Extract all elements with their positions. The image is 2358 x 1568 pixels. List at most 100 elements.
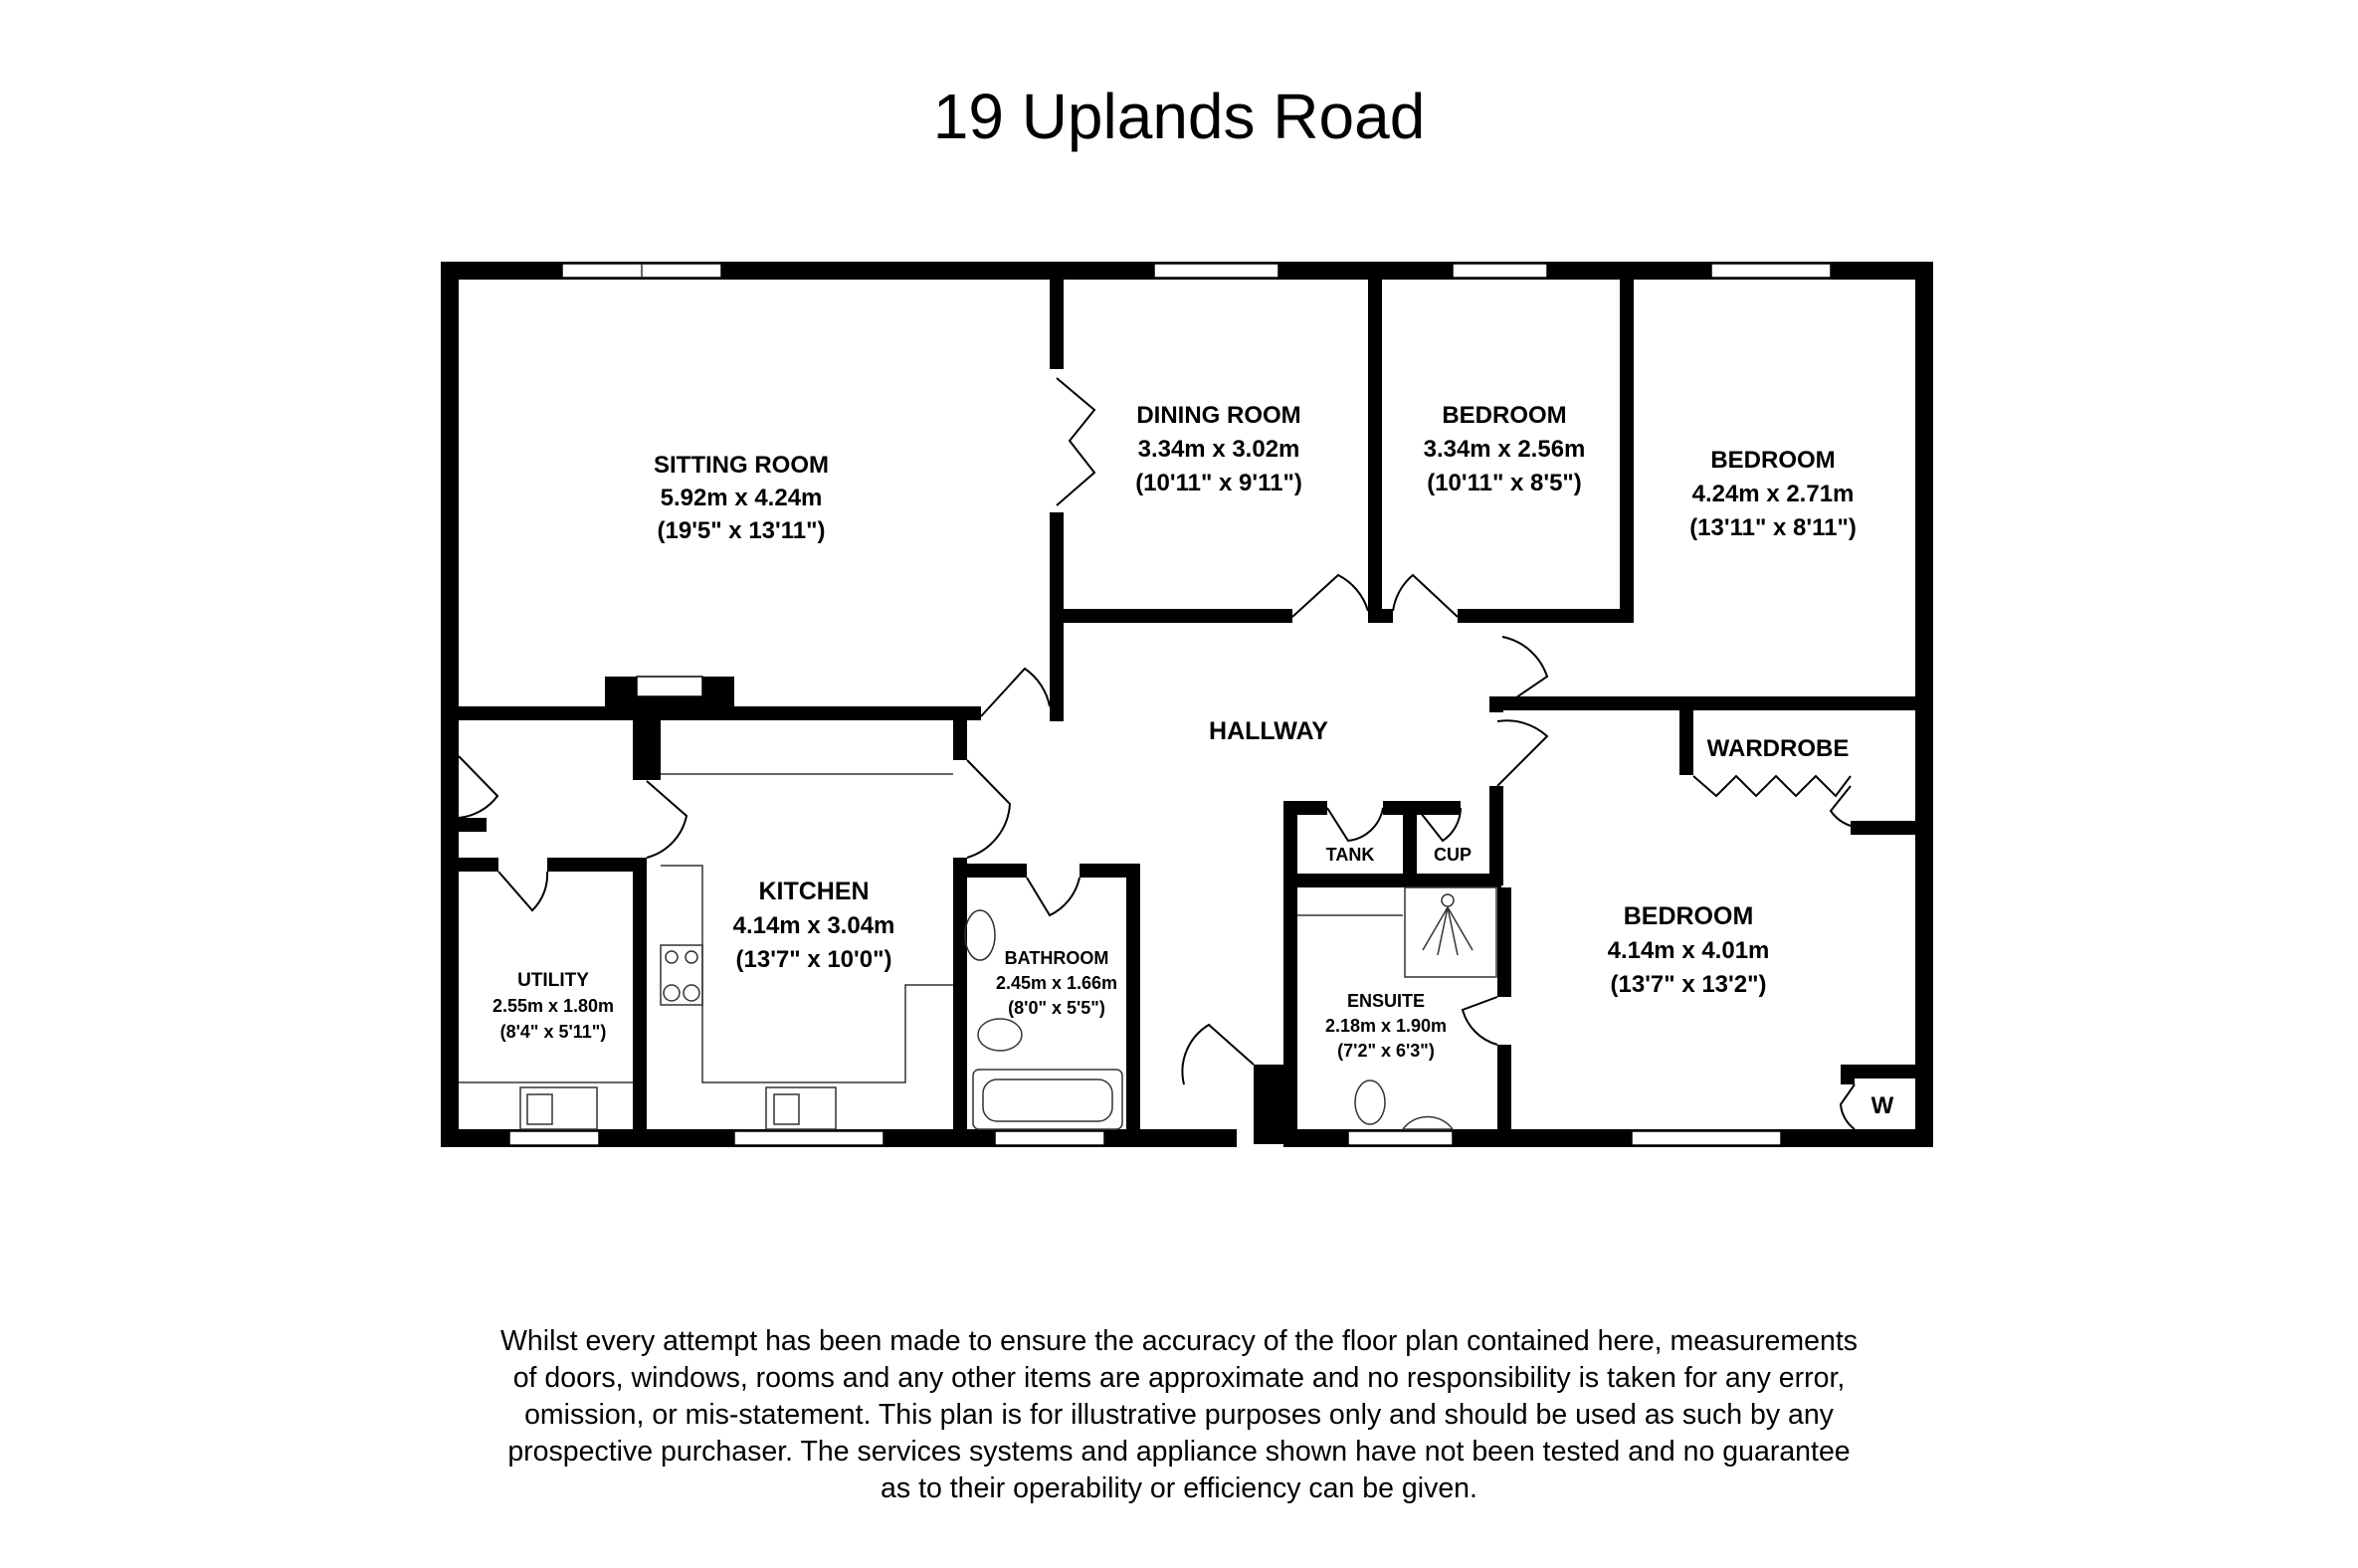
room-size-metric: 2.45m x 1.66m: [996, 973, 1117, 993]
wall: [459, 858, 498, 872]
wall: [953, 858, 967, 1136]
room-name: SITTING ROOM: [654, 452, 829, 479]
wall: [1841, 1065, 1920, 1078]
window: [1347, 1130, 1454, 1146]
room-size-metric: 3.34m x 2.56m: [1424, 436, 1586, 463]
wall: [1497, 696, 1933, 710]
room-bedroom-3: BEDROOM 4.14m x 4.01m (13'7" x 13'2"): [1608, 902, 1770, 998]
door: [1461, 996, 1498, 1046]
door: [1496, 636, 1549, 711]
sink: [765, 1086, 837, 1130]
window: [508, 1130, 600, 1146]
room-name: ENSUITE: [1347, 991, 1425, 1011]
wall: [1064, 609, 1292, 623]
wall: [1297, 801, 1327, 815]
disclaimer-line: Whilst every attempt has been made to en…: [500, 1325, 1858, 1357]
room-size-imperial: (10'11" x 8'5"): [1427, 470, 1582, 496]
wall: [459, 818, 487, 832]
door: [1326, 807, 1384, 843]
room-size-metric: 3.34m x 3.02m: [1138, 436, 1300, 463]
wall: [1283, 801, 1297, 1139]
wall: [547, 858, 647, 872]
wall: [633, 858, 647, 1136]
wall: [1489, 696, 1503, 712]
disclaimer-line: prospective purchaser. The services syst…: [507, 1436, 1851, 1468]
wall: [1050, 512, 1064, 721]
toilet: [977, 1018, 1023, 1052]
hob: [660, 944, 703, 1006]
wall: [953, 720, 967, 760]
wall: [1841, 1065, 1855, 1084]
room-size-imperial: (13'7" x 10'0"): [736, 946, 892, 973]
bath: [972, 1069, 1123, 1130]
room-name: BATHROOM: [1005, 948, 1109, 968]
wall: [1489, 801, 1503, 885]
wall: [1368, 280, 1382, 623]
door: [497, 871, 549, 912]
wardrobe-doors: [1692, 774, 1852, 798]
door: [980, 667, 1051, 717]
room-name: BEDROOM: [1624, 902, 1754, 930]
room-size-imperial: (13'7" x 13'2"): [1611, 971, 1767, 998]
bifold-door: [1056, 377, 1096, 506]
disclaimer-line: as to their operability or efficiency ca…: [881, 1472, 1477, 1504]
toilet: [1354, 1079, 1386, 1125]
wall: [1497, 887, 1511, 997]
room-hallway: HALLWAY: [1209, 717, 1328, 745]
basin: [1401, 1115, 1455, 1130]
door: [1839, 1083, 1856, 1130]
wall: [1254, 1065, 1283, 1144]
wall: [441, 722, 453, 752]
room-size-imperial: (7'2" x 6'3"): [1337, 1041, 1435, 1061]
door: [1026, 877, 1081, 917]
door: [458, 755, 499, 819]
page-title: 19 Uplands Road: [932, 81, 1426, 152]
room-bedroom-2: BEDROOM 4.24m x 2.71m (13'11" x 8'11"): [1689, 447, 1857, 541]
door: [1291, 573, 1369, 618]
room-w: W: [1871, 1092, 1894, 1119]
window: [994, 1130, 1105, 1146]
room-utility: UTILITY 2.55m x 1.80m (8'4" x 5'11"): [492, 970, 614, 1042]
wall: [1368, 609, 1393, 623]
door: [1181, 1023, 1255, 1085]
wall: [1050, 280, 1064, 369]
disclaimer-text: Whilst every attempt has been made to en…: [398, 1323, 1960, 1507]
room-bathroom: BATHROOM 2.45m x 1.66m (8'0" x 5'5"): [996, 948, 1117, 1018]
wall: [1383, 801, 1461, 815]
wall: [633, 720, 647, 780]
room-name: KITCHEN: [758, 878, 869, 905]
room-size-metric: 4.14m x 4.01m: [1608, 937, 1770, 964]
room-dining-room: DINING ROOM 3.34m x 3.02m (10'11" x 9'11…: [1135, 402, 1302, 496]
shower: [1404, 886, 1497, 978]
room-size-imperial: (10'11" x 9'11"): [1135, 470, 1302, 496]
window: [1153, 263, 1279, 279]
wall: [1851, 821, 1920, 835]
basin: [964, 909, 996, 961]
wall: [1126, 864, 1140, 1136]
wall: [1403, 801, 1417, 876]
wall: [1679, 710, 1693, 775]
room-name: BEDROOM: [1442, 402, 1566, 429]
room-kitchen: KITCHEN 4.14m x 3.04m (13'7" x 10'0"): [733, 878, 895, 973]
room-size-metric: 5.92m x 4.24m: [661, 485, 823, 511]
disclaimer-line: of doors, windows, rooms and any other i…: [512, 1362, 1846, 1394]
wall: [967, 864, 1027, 878]
window: [733, 1130, 884, 1146]
wall: [647, 720, 661, 780]
door: [646, 780, 688, 859]
disclaimer-line: omission, or mis-statement. This plan is…: [524, 1399, 1834, 1431]
room-name: DINING ROOM: [1136, 402, 1300, 429]
window: [1452, 263, 1548, 279]
outer-wall-left: [441, 262, 459, 1147]
door: [1416, 807, 1462, 843]
window: [1710, 263, 1832, 279]
door: [1392, 573, 1459, 618]
wall: [1620, 280, 1634, 623]
room-size-imperial: (13'11" x 8'11"): [1689, 514, 1857, 541]
room-name: UTILITY: [517, 970, 589, 991]
room-size-imperial: (19'5" x 13'11"): [658, 517, 826, 544]
room-size-metric: 4.14m x 3.04m: [733, 912, 895, 939]
room-size-imperial: (8'0" x 5'5"): [1008, 998, 1105, 1018]
room-sitting-room: SITTING ROOM 5.92m x 4.24m (19'5" x 13'1…: [654, 452, 829, 544]
